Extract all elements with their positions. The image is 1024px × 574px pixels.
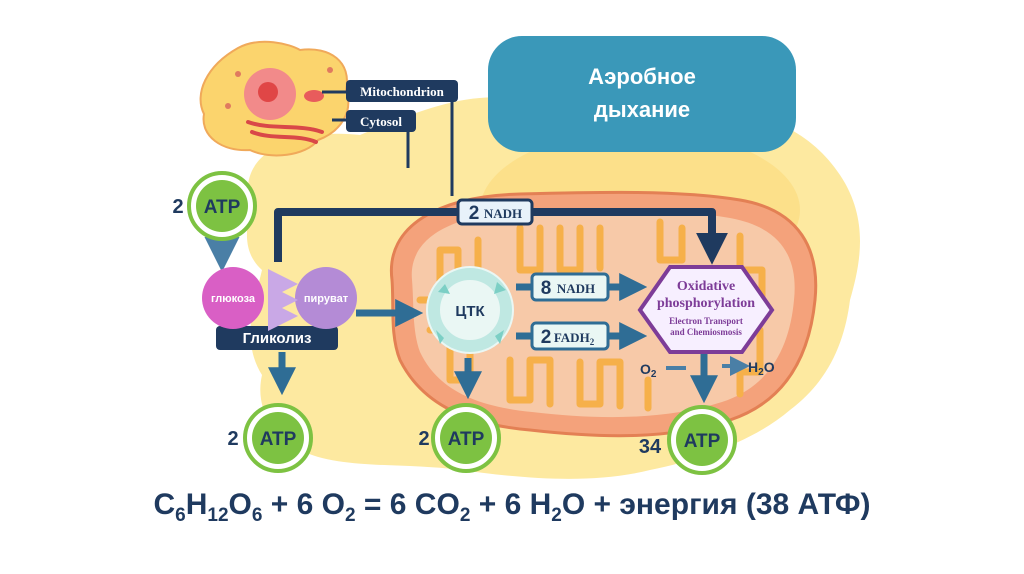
oxphos-sub-line1: Electron Transport bbox=[669, 316, 743, 326]
h2o-post: O bbox=[764, 359, 775, 375]
atp-count-top: 2 bbox=[172, 196, 183, 218]
oxphos-title-line1: Oxidative bbox=[677, 279, 735, 294]
title-box bbox=[488, 36, 796, 152]
mitochondrion-label: Mitochondrion bbox=[360, 84, 445, 99]
nadh-mid-box bbox=[530, 272, 610, 302]
h2o-pre: H bbox=[748, 359, 758, 375]
o2-base: O bbox=[640, 361, 651, 377]
atp-badge-oxphos: ATP bbox=[667, 405, 737, 475]
eq-o: O bbox=[228, 488, 252, 521]
eq-c: C bbox=[153, 488, 176, 521]
atp-label-glycolysis: ATP bbox=[260, 429, 297, 450]
eq-part2: + 6 O bbox=[262, 488, 346, 521]
fadh2-count: 2 bbox=[541, 327, 552, 348]
nadh-top-count: 2 bbox=[469, 203, 480, 224]
fadh2-name: FADH2 bbox=[554, 330, 595, 347]
eq-c-sub: 6 bbox=[175, 505, 186, 526]
mitochondrion-label-box bbox=[346, 80, 458, 102]
oxphos-hexagon bbox=[637, 265, 775, 354]
atp-badge-cycle: ATP bbox=[431, 403, 501, 473]
eq-o-sub: 6 bbox=[251, 505, 263, 526]
eq-part3: = 6 CO bbox=[355, 488, 460, 521]
atp-count-glycolysis: 2 bbox=[227, 428, 238, 450]
atp-count-oxphos: 34 bbox=[639, 436, 662, 458]
h2o-sub: 2 bbox=[758, 367, 764, 378]
eq-part5: O + энергия (38 АТФ) bbox=[561, 488, 871, 521]
eq-h-sub: 12 bbox=[207, 505, 229, 526]
pyruvate-node bbox=[295, 267, 357, 329]
nadh-mid-count: 8 bbox=[541, 278, 552, 299]
cell-mitochondrion-icon bbox=[304, 90, 324, 102]
atp-badge-glycolysis: ATP bbox=[243, 403, 313, 473]
eq-part4: + 6 H bbox=[470, 488, 552, 521]
cell-illustration bbox=[199, 40, 350, 157]
eq-h: H bbox=[185, 488, 208, 521]
citric-acid-cycle: ЦТК bbox=[426, 266, 514, 354]
eq-h2o-sub: 2 bbox=[551, 505, 562, 526]
atp-count-cycle: 2 bbox=[418, 428, 429, 450]
atp-label-cycle: ATP bbox=[448, 429, 485, 450]
fadh2-name-sub: 2 bbox=[590, 337, 595, 347]
atp-label-oxphos: ATP bbox=[684, 431, 721, 452]
cytosol-label-box bbox=[346, 110, 416, 132]
mitochondrion-cristae bbox=[416, 218, 766, 412]
fadh2-name-base: FADH bbox=[554, 330, 590, 345]
glucose-label: глюкоза bbox=[211, 293, 256, 305]
title-line1: Аэробное bbox=[588, 64, 696, 89]
o2-sub: 2 bbox=[651, 369, 657, 380]
pyruvate-label: пируват bbox=[304, 293, 349, 305]
eq-co2-sub: 2 bbox=[459, 505, 471, 526]
eq-o2-sub: 2 bbox=[345, 505, 356, 526]
glycolysis-label-box bbox=[216, 326, 338, 350]
glycolysis-label: Гликолиз bbox=[243, 330, 312, 347]
glucose-node bbox=[202, 267, 264, 329]
nadh-top-box bbox=[456, 198, 534, 226]
o2-label: O2 bbox=[640, 361, 657, 380]
h2o-label: H2O bbox=[748, 359, 775, 378]
atp-badge-top: ATP bbox=[187, 171, 257, 241]
cycle-label: ЦТК bbox=[455, 303, 485, 320]
atp-label-top: ATP bbox=[204, 197, 241, 218]
fadh2-box bbox=[530, 321, 610, 351]
nadh-mid-name: NADH bbox=[557, 281, 595, 296]
nadh-top-name: NADH bbox=[484, 206, 522, 221]
title-line2: дыхание bbox=[594, 97, 690, 122]
cytosol-label: Cytosol bbox=[360, 114, 402, 129]
oxphos-sub-line2: and Chemiosmosis bbox=[670, 327, 742, 337]
oxphos-title-line2: phosphorylation bbox=[657, 296, 755, 311]
respiration-equation: C6H12O6 + 6 O2 = 6 CO2 + 6 H2O + энергия… bbox=[0, 488, 1024, 527]
